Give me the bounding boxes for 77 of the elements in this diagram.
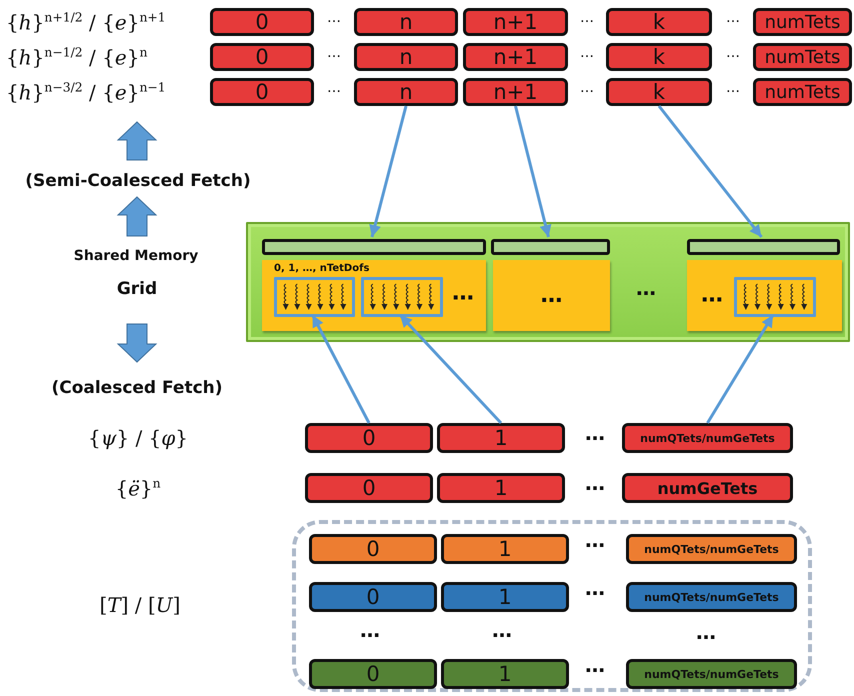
- array-cell: 0: [210, 43, 314, 71]
- ellipsis: …: [701, 282, 723, 308]
- array-cell: numTets: [753, 43, 852, 71]
- ellipsis: …: [580, 10, 594, 26]
- index-range-label: 0, 1, …, nTetDofs: [274, 263, 370, 274]
- math-label: [T] / [U]: [100, 593, 180, 617]
- array-cell: n+1: [463, 43, 568, 71]
- array-cell: numQTets/numGeTets: [626, 659, 797, 689]
- array-cell: 1: [441, 582, 569, 612]
- ellipsis: …: [726, 45, 740, 61]
- thread-block: [262, 260, 486, 331]
- array-cell: n+1: [463, 78, 568, 106]
- array-cell: 0: [309, 659, 437, 689]
- array-cell: 0: [210, 8, 314, 36]
- arrow: [369, 106, 408, 238]
- ellipsis: …: [726, 80, 740, 96]
- array-cell: 1: [441, 534, 569, 564]
- ellipsis: …: [327, 45, 341, 61]
- caption-label: Shared Memory: [74, 248, 198, 264]
- array-cell: k: [606, 43, 712, 71]
- ellipsis: …: [360, 618, 380, 642]
- array-cell: numTets: [753, 78, 852, 106]
- ellipsis: …: [585, 653, 605, 677]
- warp-box: [274, 277, 355, 317]
- caption-label: (Semi-Coalesced Fetch): [25, 171, 251, 191]
- shared-memory-panel: [246, 222, 850, 342]
- array-cell: numQTets/numGeTets: [622, 423, 793, 453]
- math-label: {h}$^{n+1/2}$ / {e}$^{n+1}$: [6, 10, 166, 34]
- ellipsis: …: [452, 280, 474, 306]
- array-cell: numGeTets: [622, 473, 793, 503]
- ellipsis: …: [492, 618, 512, 642]
- caption-label: Grid: [116, 279, 158, 299]
- memory-bar: [491, 239, 610, 255]
- warp-box: [361, 277, 443, 317]
- ellipsis: …: [696, 620, 716, 644]
- ellipsis: …: [580, 80, 594, 96]
- ellipsis: …: [585, 421, 605, 445]
- ellipsis: …: [636, 276, 656, 300]
- array-cell: numQTets/numGeTets: [626, 582, 797, 612]
- array-cell: 1: [441, 659, 569, 689]
- ellipsis: …: [327, 80, 341, 96]
- array-cell: 0: [210, 78, 314, 106]
- ellipsis: …: [585, 576, 605, 600]
- ellipsis: …: [726, 10, 740, 26]
- array-cell: k: [606, 8, 712, 36]
- arrow: [514, 106, 552, 238]
- array-cell: numTets: [753, 8, 852, 36]
- array-cell: 0: [309, 582, 437, 612]
- array-cell: 0: [305, 423, 433, 453]
- array-cell: 0: [305, 473, 433, 503]
- array-cell: n: [354, 78, 458, 106]
- arrow: [311, 314, 370, 424]
- warp-box: [734, 277, 816, 317]
- math-label: {h}$^{n−1/2}$ / {e}$^{n}$: [6, 44, 148, 70]
- math-label: {ë}$^{n}$: [115, 476, 161, 500]
- memory-bar: [262, 239, 486, 255]
- memory-bar: [687, 239, 840, 255]
- math-label: {ψ} / {φ}: [88, 426, 188, 450]
- thread-block: [687, 260, 842, 331]
- math-label: {h}$^{n−3/2}$ / {e}$^{n−1}$: [6, 80, 166, 104]
- array-cell: n: [354, 43, 458, 71]
- caption-label: (Coalesced Fetch): [51, 378, 223, 398]
- array-cell: 1: [437, 423, 565, 453]
- ellipsis: …: [585, 528, 605, 552]
- ellipsis: …: [585, 471, 605, 495]
- array-cell: n+1: [463, 8, 568, 36]
- ellipsis: …: [327, 10, 341, 26]
- array-cell: 1: [437, 473, 565, 503]
- array-cell: numQTets/numGeTets: [626, 534, 797, 564]
- array-cell: 0: [309, 534, 437, 564]
- array-cell: k: [606, 78, 712, 106]
- thread-block: …: [493, 260, 610, 331]
- arrow: [658, 105, 763, 238]
- array-cell: n: [354, 8, 458, 36]
- ellipsis: …: [580, 45, 594, 61]
- arrow: [706, 314, 774, 424]
- group-outline: [292, 520, 812, 692]
